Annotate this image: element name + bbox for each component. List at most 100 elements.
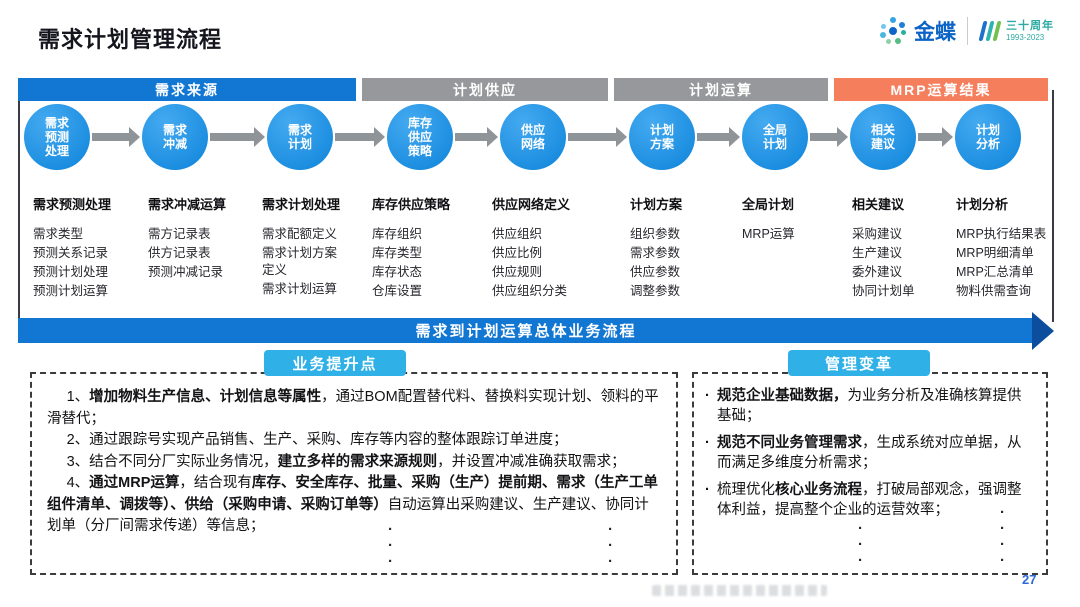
column-item: MRP执行结果表	[956, 227, 1047, 241]
flow-arrow-icon	[455, 127, 498, 147]
flow-circle-2: 需求 冲减	[142, 104, 208, 170]
section-banner-3: 计划运算	[614, 78, 828, 101]
flow-circle-7: 全局 计划	[742, 104, 808, 170]
logo-divider	[967, 17, 968, 45]
panel-paragraph: 2、通过跟踪号实现产品销售、生产、采购、库存等内容的整体跟踪订单进度；	[47, 430, 662, 452]
column-item: 预测冲减记录	[148, 265, 224, 279]
text: ，通过BOM配置替代料、替换料实现计划、领料的平滑替代；	[47, 389, 659, 427]
column-item: 委外建议	[852, 265, 903, 279]
ellipsis-dots: · · ·	[608, 521, 613, 570]
anniversary-years: 1993-2023	[1006, 32, 1045, 42]
arrow-head	[487, 127, 498, 147]
arrow-shaft	[335, 133, 376, 141]
management-change-body: ·规范企业基础数据，为业务分析及准确核算提供基础；·规范不同业务管理需求，生成系…	[694, 374, 1046, 533]
panel-paragraph: 1、增加物料生产信息、计划信息等属性，通过BOM配置替代料、替换料实现计划、领料…	[47, 387, 662, 430]
flow-arrow-icon	[810, 127, 848, 147]
column-item: 需求类型	[33, 227, 84, 241]
column-items-8: 采购建议生产建议委外建议协同计划单	[852, 226, 942, 302]
column-header-6: 计划方案	[630, 197, 683, 212]
section-banner-1: 需求来源	[18, 78, 356, 101]
kingdee-dots-icon	[879, 17, 907, 45]
kingdee-logo: 金蝶 三十周年 1993-2023	[879, 16, 1054, 46]
column-items-3: 需求配额定义需求计划方案定义需求计划运算	[262, 226, 346, 300]
column-item: 供应组织分类	[492, 284, 568, 298]
business-improvements-button: 业务提升点	[264, 350, 406, 376]
business-improvements-panel: 1、增加物料生产信息、计划信息等属性，通过BOM配置替代料、替换料实现计划、领料…	[30, 372, 678, 575]
section-banner-4: MRP运算结果	[834, 78, 1048, 101]
flow-connector-right-line	[1052, 90, 1054, 322]
text: ，结合现有	[179, 475, 252, 491]
bold-text: 规范不同业务管理需求	[717, 435, 862, 451]
text: 自动运算出采购建议、生产建议、协同计划单（分厂间需求传递）等信息；	[47, 496, 649, 535]
column-item: 供应规则	[492, 265, 543, 279]
text: ，打破局部观念，强调整体利益，提高整个企业的运营效率；	[717, 482, 1022, 518]
flow-circle-3: 需求 计划	[267, 104, 333, 170]
bottom-banner-arrow-icon	[1032, 312, 1054, 350]
text: 1、	[66, 389, 90, 405]
column-item: 需求配额定义	[262, 227, 338, 241]
column-item: 预测计划运算	[33, 284, 109, 298]
column-item: 调整参数	[630, 284, 681, 298]
column-header-4: 库存供应策略	[372, 197, 451, 212]
bold-text: 增加物料生产信息、计划信息等属性	[89, 389, 322, 405]
text: ，并设置冲减准确获取需求；	[437, 453, 626, 470]
column-item: 组织参数	[630, 227, 681, 241]
flow-arrow-icon	[697, 127, 740, 147]
column-items-9: MRP执行结果表 MRP明细清单 MRP汇总清单物料供需查询	[956, 226, 1052, 302]
anniversary-label: 三十周年	[1006, 20, 1054, 33]
management-change-panel: ·规范企业基础数据，为业务分析及准确核算提供基础；·规范不同业务管理需求，生成系…	[692, 372, 1048, 575]
column-header-3: 需求计划处理	[262, 197, 341, 212]
arrow-head	[837, 127, 848, 147]
text: 3、结合不同分厂实际业务情况，	[66, 453, 278, 470]
flow-circle-9: 计划 分析	[955, 104, 1021, 170]
panel-paragraph: 4、通过MRP运算，结合现有库存、安全库存、批量、采购（生产）提前期、需求（生产…	[47, 473, 662, 538]
column-header-8: 相关建议	[852, 197, 905, 212]
watermark-blur	[652, 585, 827, 596]
bold-text: 通过MRP运算	[89, 475, 180, 491]
text: 4、	[66, 475, 90, 491]
column-item: 预测计划处理	[33, 265, 109, 279]
arrow-head	[729, 127, 740, 147]
management-change-button: 管理变革	[788, 350, 930, 376]
bullet-dot: ·	[705, 388, 710, 404]
bullet-text: 梳理优化核心业务流程，打破局部观念，强调整体利益，提高整个企业的运营效率；	[717, 482, 1022, 518]
column-item: 物料供需查询	[956, 284, 1032, 298]
panel-bullet: ·规范企业基础数据，为业务分析及准确核算提供基础；	[704, 386, 1034, 426]
arrow-shaft	[455, 133, 489, 141]
column-item: 采购建议	[852, 227, 903, 241]
text: ，生成系统对应单据，从而满足多维度分析需求；	[717, 435, 1022, 471]
arrow-head	[129, 127, 140, 147]
flow-connector-left-line	[18, 90, 20, 322]
column-items-5: 供应组织供应比例供应规则供应组织分类	[492, 226, 600, 302]
arrow-shaft	[697, 133, 731, 141]
column-item: 协同计划单	[852, 284, 915, 298]
flow-circle-4: 库存 供应 策略	[387, 104, 453, 170]
flow-circle-5: 供应 网络	[500, 104, 566, 170]
column-item: 供应比例	[492, 246, 543, 260]
flow-arrow-icon	[568, 127, 627, 147]
bottom-banner: 需求到计划运算总体业务流程	[18, 318, 1034, 343]
column-header-1: 需求预测处理	[33, 197, 112, 212]
column-items-1: 需求类型预测关系记录预测计划处理预测计划运算	[33, 226, 135, 302]
flow-circle-8: 相关 建议	[850, 104, 916, 170]
page-number: 27	[1022, 572, 1037, 587]
column-header-5: 供应网络定义	[492, 197, 571, 212]
column-item: MRP汇总清单	[956, 265, 1034, 279]
ellipsis-dots: · · ·	[388, 521, 393, 570]
arrow-shaft	[210, 133, 256, 141]
kingdee-wordmark: 金蝶	[914, 21, 956, 44]
column-item: 需方记录表	[148, 227, 211, 241]
bullet-dot: ·	[705, 435, 710, 451]
bullet-dot: ·	[705, 482, 710, 498]
ellipsis-dots: · · · ·	[1000, 504, 1005, 569]
anniversary-text: 三十周年 1993-2023	[1006, 20, 1054, 42]
flow-circle-6: 计划 方案	[629, 104, 695, 170]
column-item: MRP明细清单	[956, 246, 1034, 260]
arrow-shaft	[918, 133, 944, 141]
column-header-2: 需求冲减运算	[148, 197, 227, 212]
ellipsis-dots: · · · ·	[858, 504, 863, 569]
text: 梳理优化	[717, 482, 775, 498]
arrow-head	[616, 127, 627, 147]
